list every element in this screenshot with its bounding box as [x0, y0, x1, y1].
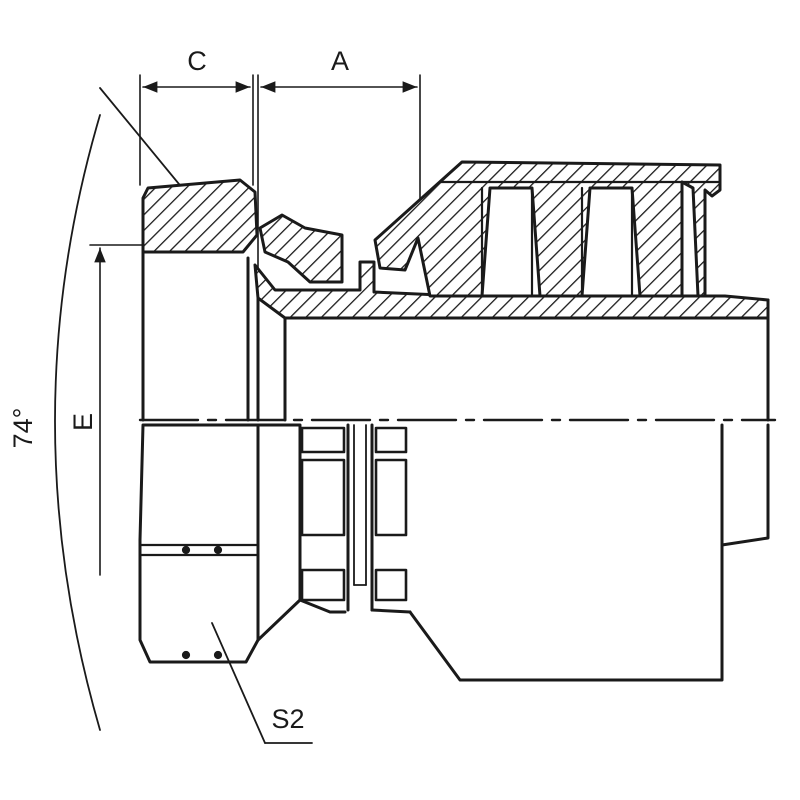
- nut-exterior: [138, 423, 260, 664]
- ferrule-ridges: [438, 180, 722, 298]
- label-c: C: [187, 46, 207, 76]
- label-a: A: [331, 46, 349, 76]
- label-e: E: [68, 413, 98, 431]
- nut-flats: [138, 543, 260, 660]
- cone-section: [258, 213, 344, 284]
- dimension-c: [139, 74, 254, 186]
- label-s2: S2: [271, 704, 304, 734]
- bore-outline: [141, 250, 770, 422]
- stem-tail: [720, 423, 770, 547]
- hex-flats: [300, 426, 408, 602]
- collar-slot: [298, 423, 412, 614]
- ferrule-section: [373, 160, 722, 298]
- dimension-e: [89, 244, 146, 576]
- s2-leader: [211, 622, 313, 744]
- nut-section: [141, 178, 259, 254]
- ferrule-exterior: [408, 423, 724, 682]
- hex-body: [256, 423, 302, 642]
- label-angle-74: 74°: [8, 408, 38, 449]
